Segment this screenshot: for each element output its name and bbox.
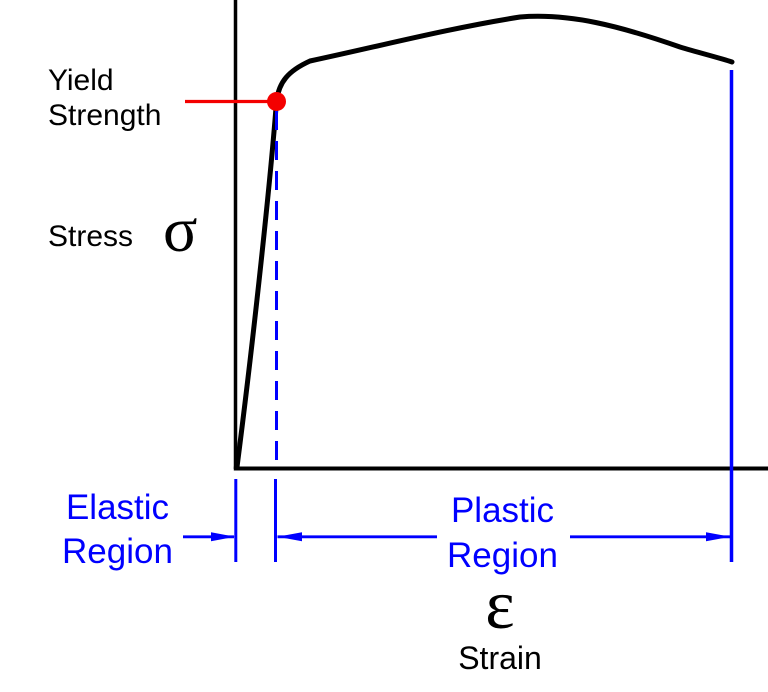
elastic-region-label: Elastic Region bbox=[30, 486, 205, 574]
stress-axis-label: Stress bbox=[48, 220, 134, 253]
elastic-arrowhead-right-icon bbox=[211, 532, 235, 542]
yield-strength-label-line2: Strength bbox=[48, 99, 162, 132]
yield-strength-label-line1: Yield bbox=[48, 64, 114, 97]
sigma-symbol: σ bbox=[163, 194, 198, 265]
elastic-region-label-line1: Elastic bbox=[65, 488, 170, 527]
strain-axis-label: Strain bbox=[458, 640, 542, 676]
stress-strain-curve bbox=[234, 13, 735, 470]
plastic-arrowhead-right-icon bbox=[706, 532, 731, 542]
plastic-region-label-line2: Region bbox=[447, 536, 558, 575]
elastic-region-label-line2: Region bbox=[62, 532, 173, 571]
yield-strength-label: Yield Strength bbox=[48, 63, 161, 133]
plastic-region-label: Plastic Region bbox=[415, 488, 590, 578]
plastic-region-label-line1: Plastic bbox=[450, 491, 555, 530]
epsilon-symbol: ε bbox=[485, 567, 515, 644]
yield-point-marker bbox=[267, 92, 286, 111]
